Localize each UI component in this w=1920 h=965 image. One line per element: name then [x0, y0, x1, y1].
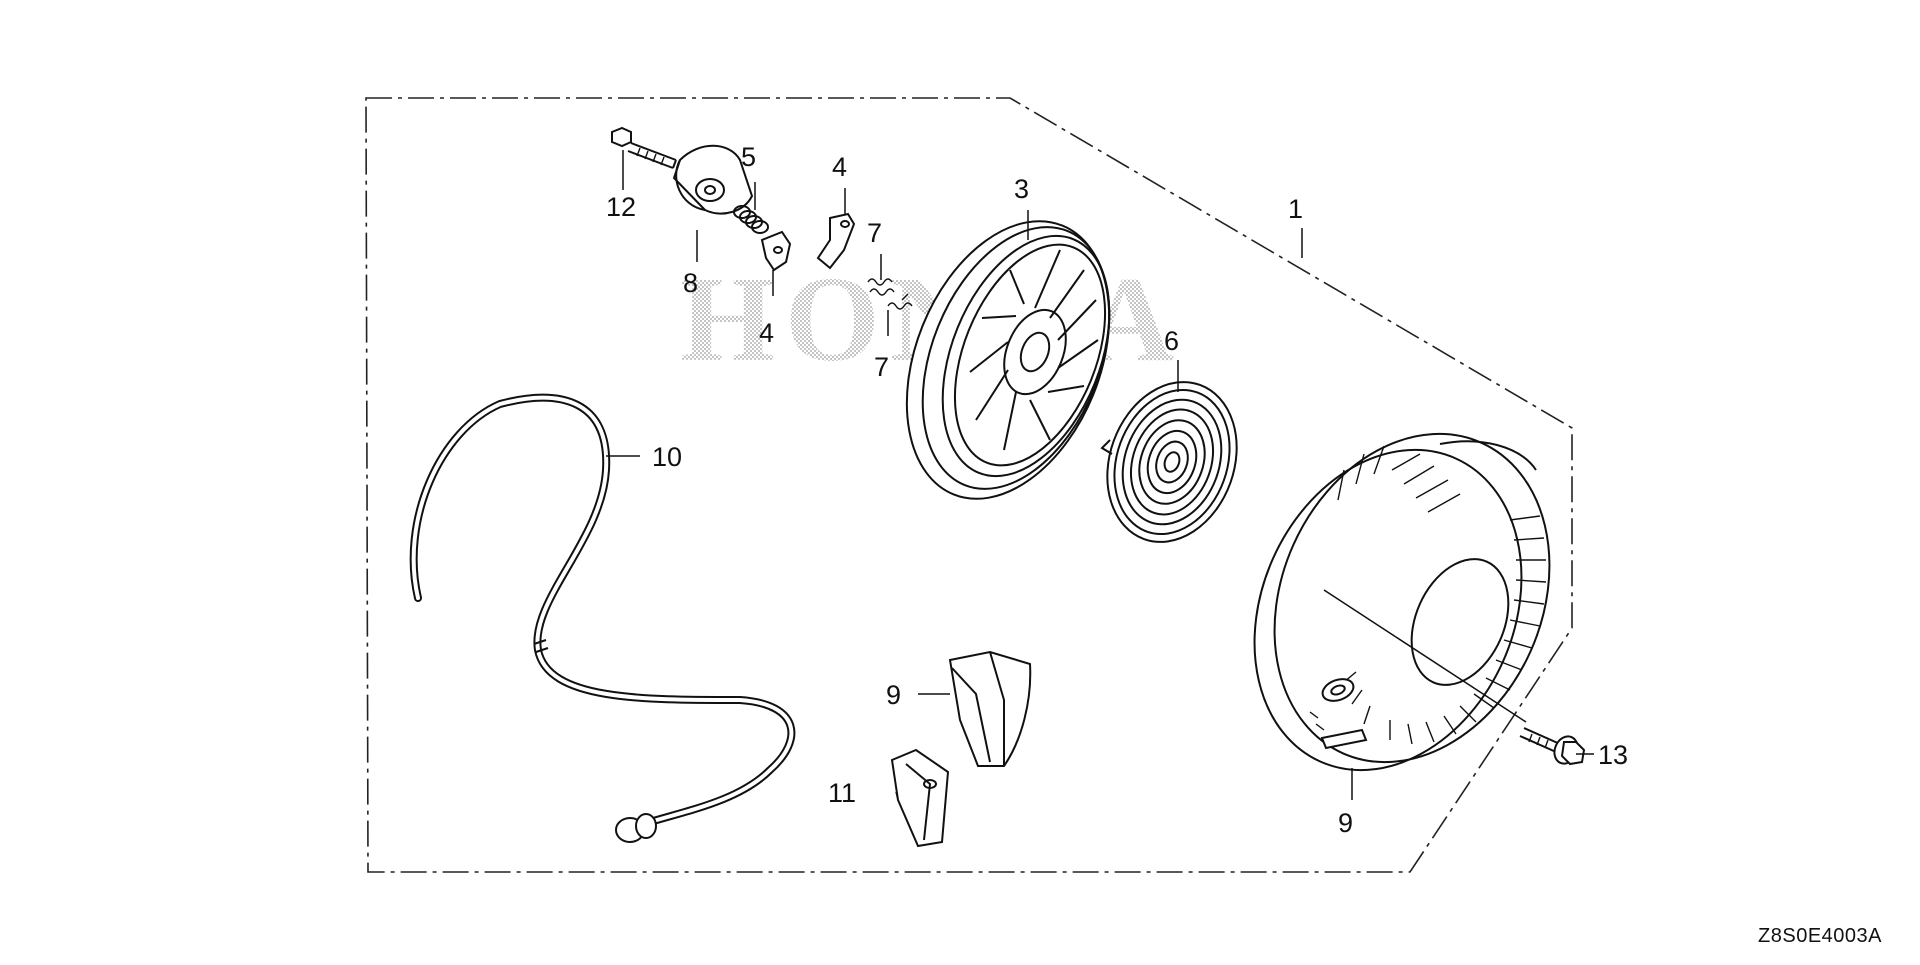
ratchet-4a [760, 230, 792, 272]
ratchet-guide-8 [672, 144, 754, 215]
starter-grip-9 [948, 650, 1032, 767]
callout-6: 6 [1164, 326, 1179, 356]
callout-8: 8 [683, 268, 698, 298]
leader-lines [606, 150, 1594, 801]
callout-3: 3 [1014, 174, 1029, 204]
grip-insert-11 [890, 748, 950, 848]
callout-1: 1 [1288, 194, 1303, 224]
callout-2: 9 [1338, 808, 1353, 838]
callout-4-top: 4 [832, 152, 847, 182]
recoil-spring-6 [1100, 381, 1238, 543]
spring-7b [887, 293, 913, 310]
ratchet-4b [816, 212, 856, 270]
callout-11: 11 [828, 778, 856, 808]
starter-rope-10 [409, 393, 796, 826]
callout-7-bottom: 7 [874, 352, 889, 382]
callout-5: 5 [741, 142, 756, 172]
callout-13: 13 [1598, 740, 1628, 770]
callout-10: 10 [652, 442, 682, 472]
assembly-boundary [365, 97, 1573, 873]
starter-case-2 [1253, 432, 1551, 772]
callout-4-bottom: 4 [759, 318, 774, 348]
flange-bolt-13 [1519, 727, 1586, 766]
spring-5 [733, 205, 769, 234]
callout-12: 12 [606, 192, 636, 222]
recoil-pulley-3 [905, 220, 1111, 500]
callout-7-top: 7 [867, 218, 882, 248]
callout-9: 9 [886, 680, 901, 710]
spring-7a [867, 278, 895, 296]
bolt-12 [611, 126, 677, 169]
rope-end-knot [615, 813, 657, 843]
drawing-code: Z8S0E4003A [1758, 925, 1882, 947]
